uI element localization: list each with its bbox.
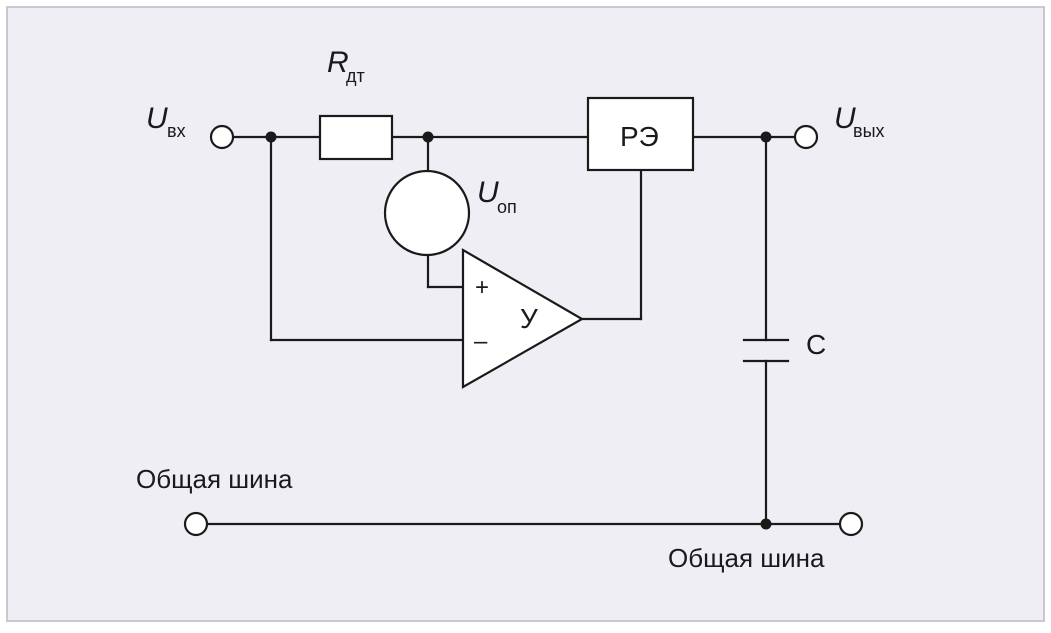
opamp-triangle <box>461 248 585 389</box>
terminal-input <box>209 124 235 150</box>
u-out-symbol: U <box>834 102 856 135</box>
junction-after-resistor <box>422 131 434 143</box>
opamp-plus-sign: + <box>475 274 489 301</box>
regulating-element-box <box>586 96 695 172</box>
u-out-sub: вых <box>853 121 885 141</box>
terminal-bus-left <box>183 511 209 537</box>
terminal-bus-right <box>838 511 864 537</box>
capacitor-label: С <box>806 329 826 360</box>
u-ref-sub: оп <box>497 197 517 217</box>
opamp-label: У <box>520 303 538 334</box>
common-bus-label-right: Общая шина <box>668 543 825 573</box>
common-bus-label-left: Общая шина <box>136 464 293 494</box>
terminal-output <box>793 124 819 150</box>
junction-bus <box>760 518 772 530</box>
junction-input <box>265 131 277 143</box>
r-symbol: R <box>327 46 349 79</box>
r-sub: дт <box>346 66 365 86</box>
opamp-minus-sign: – <box>474 328 488 355</box>
reference-voltage-source <box>383 169 471 257</box>
u-in-symbol: U <box>146 102 168 135</box>
junction-output <box>760 131 772 143</box>
u-ref-symbol: U <box>477 176 499 209</box>
resistor-rdt <box>318 114 394 161</box>
re-label: РЭ <box>620 121 659 152</box>
u-in-sub: вх <box>167 121 186 141</box>
